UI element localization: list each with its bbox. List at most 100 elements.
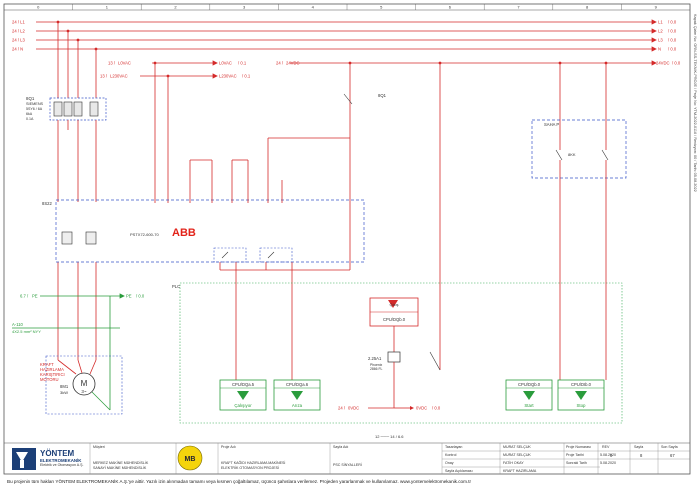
motor-8m1: M 3~ xyxy=(45,355,123,415)
column-number: 5 xyxy=(380,5,383,10)
company-sub: ELEKTROMEKANİK xyxy=(40,458,82,463)
panel-tag: SAHA P xyxy=(544,122,559,127)
tb-row-value: KRAFT HAZIRLAMA xyxy=(503,468,537,473)
sayfa-label: Sayfa xyxy=(634,445,644,449)
supply-label: L230VAC xyxy=(219,74,237,79)
motor-title: MOTORU xyxy=(40,377,59,382)
tb-row-value: 5.08.2020 xyxy=(600,460,616,465)
panel-relay-tag: 8KK xyxy=(568,152,576,157)
supply-label: L230VAC xyxy=(110,74,128,79)
signal-arrow-icon xyxy=(291,391,303,400)
power-buses xyxy=(36,19,657,98)
cpu-output-block xyxy=(369,297,419,352)
control-wiring xyxy=(189,120,351,380)
bus-label: N xyxy=(658,47,661,52)
title-block: MB xyxy=(4,442,690,474)
breaker-extra: 0.1A xyxy=(26,117,34,121)
supply-label: 0VDC xyxy=(348,406,359,411)
plc-tag: PLC xyxy=(172,284,180,289)
supply-label: PE xyxy=(126,294,132,299)
rev-value: 0 xyxy=(610,453,613,458)
supply-ref: / 0.1 xyxy=(242,74,251,79)
plc-module-label: Stop xyxy=(576,403,586,408)
supply-ref: 13 / xyxy=(108,61,116,66)
son-sayfa-value: 67 xyxy=(670,453,675,458)
supply-label: L0VAC xyxy=(118,61,131,66)
bus-ref-left: 24 / L2 xyxy=(12,29,25,34)
svg-text:M: M xyxy=(81,379,88,388)
column-number: 3 xyxy=(243,5,246,10)
softstarter-model: PSTX72-600-70 xyxy=(130,232,159,237)
column-number: 4 xyxy=(312,5,315,10)
relay-contacts xyxy=(213,247,293,263)
motor-title: KRAFT xyxy=(40,362,54,367)
signal-arrow-icon xyxy=(237,391,249,400)
signal-arrow-icon xyxy=(575,391,587,400)
fuse-note: Phoenix xyxy=(370,363,383,367)
supply-ref: 24 / xyxy=(276,61,284,66)
breaker-tag: 8Q1 xyxy=(26,96,35,101)
plc-module-label: Arıza xyxy=(292,403,303,408)
rev-label: REV xyxy=(602,445,610,449)
tb-row-key: Tasarlayan xyxy=(445,444,463,449)
bus-label: L3 xyxy=(658,38,663,43)
tb-row-value: 5.08.2020 xyxy=(600,452,616,457)
supply-label: 24VDC xyxy=(286,61,300,66)
sayfa-adi-label: Sayfa Adı xyxy=(333,445,349,449)
tb-row-key: Kontrol xyxy=(445,452,457,457)
svg-text:3~: 3~ xyxy=(81,389,87,394)
sayfa-adi: PSC SİNYALLERİ xyxy=(333,463,362,467)
pe-rail xyxy=(40,293,125,410)
tb-row-value: FATİH OKAY xyxy=(503,460,524,465)
motor-title: HAZIRLAMA xyxy=(40,367,64,372)
supply-label: 0VDC xyxy=(416,406,427,411)
disclaimer: Bu projenin tüm hakları YÖNTEM ELEKTROME… xyxy=(7,479,472,484)
fuse-tag: 2.25A1 xyxy=(368,356,382,361)
softstarter-tag: 8S22 xyxy=(42,201,52,206)
supply-ref: / 0.1 xyxy=(238,61,247,66)
supply-ref: 6.7 / xyxy=(20,294,29,299)
son-sayfa-label: Son Sayfa xyxy=(661,445,678,449)
bus-label: L1 xyxy=(658,20,663,25)
plc-module-label: Start xyxy=(524,403,534,408)
supply-ref: 24 / xyxy=(338,406,346,411)
bus-ref-right: / 0.0 xyxy=(668,20,677,25)
tb-row-value: MURAT SELÇUK xyxy=(503,444,531,449)
plc-module-addr: CPU/DIb.0 xyxy=(571,382,592,387)
softstarter-8s22: ABB xyxy=(55,199,365,263)
cpu-block-addr: CPU/DQb.0 xyxy=(383,317,406,322)
company-name: YÖNTEM xyxy=(40,449,75,458)
proje-line-1: KRAFT KAĞIDI HAZIRLAMA MAKİNESİ xyxy=(221,461,286,465)
company-sub2: Elektrik ve Otomasyon A.Ş. xyxy=(40,463,84,467)
musteri-line-2: SANAYİ MAKİNE MÜHENDİSLİK xyxy=(93,466,147,470)
column-number: 0 xyxy=(37,5,40,10)
fuse-note: 2866 FL xyxy=(370,367,383,371)
bus-ref-right: / 0.0 xyxy=(668,38,677,43)
supply-rails xyxy=(140,60,657,370)
client-logo: MB xyxy=(177,445,203,471)
tb-row-key: Sonraki Tarih xyxy=(566,460,587,465)
proje-line-2: ELEKTRİK OTOMASYON PROJESİ xyxy=(221,466,280,470)
sayfa-value: 8 xyxy=(640,453,643,458)
column-number: 6 xyxy=(449,5,452,10)
cable-spec: 4X2.5 mm² NYY xyxy=(12,329,41,334)
abb-logo: ABB xyxy=(172,227,196,239)
bus-ref-left: 24 / L1 xyxy=(12,20,25,25)
plc-module-addr: CPU/DQa.6 xyxy=(286,382,309,387)
tb-row-key: Onay xyxy=(445,460,454,465)
motor-power: 3kW xyxy=(60,390,68,395)
cpu-block-title: Çıkış xyxy=(389,302,398,307)
column-number: 2 xyxy=(174,5,177,10)
saha-panel xyxy=(531,119,627,380)
bus-label: L2 xyxy=(658,29,663,34)
column-number: 7 xyxy=(517,5,520,10)
column-number: 9 xyxy=(655,5,658,10)
supply-ref: 13 / xyxy=(100,74,108,79)
supply-ref: / 0.0 xyxy=(136,294,145,299)
plc-module-addr: CPU/DQb.0 xyxy=(518,382,541,387)
tb-row-key: Proje Tarihi xyxy=(566,452,584,457)
